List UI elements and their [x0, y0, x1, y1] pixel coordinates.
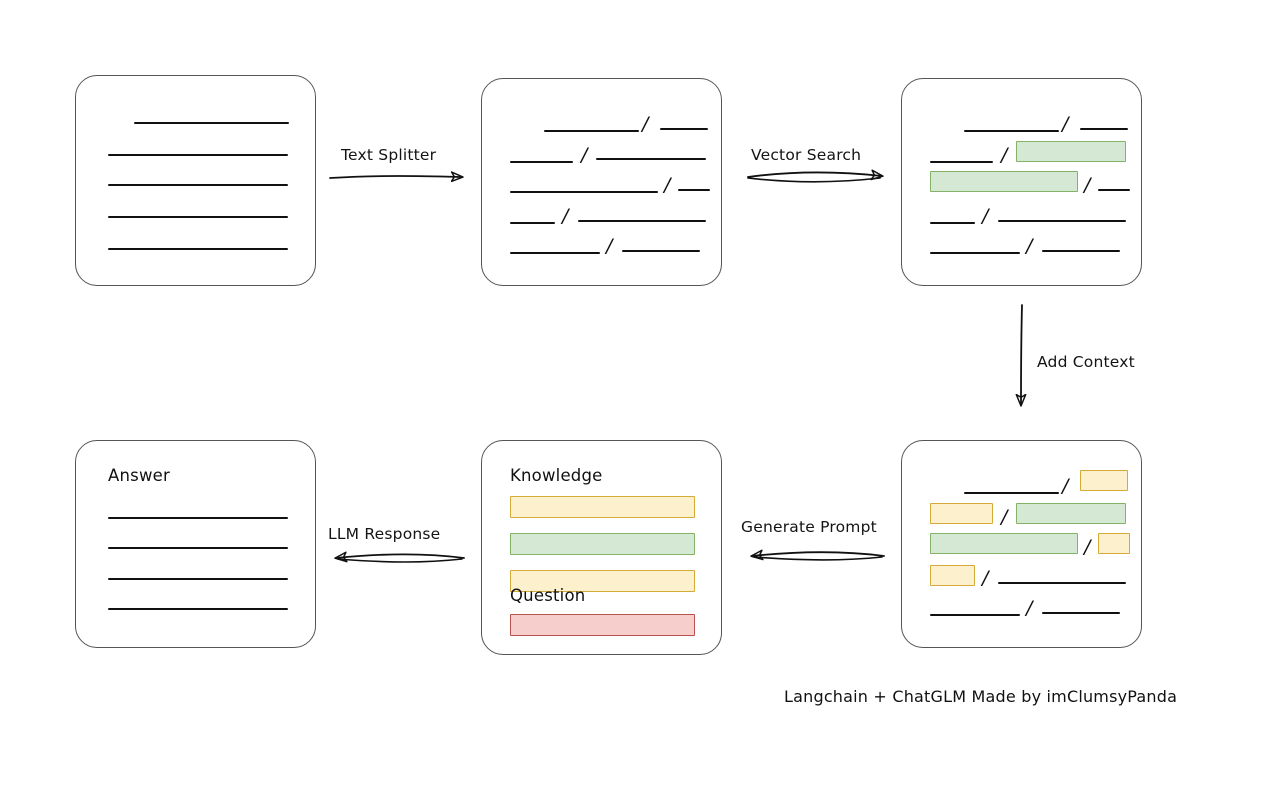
separator-slash: / — [664, 174, 671, 196]
answer-line — [108, 517, 288, 519]
separator-slash: / — [1062, 475, 1069, 497]
diagram-caption: Langchain + ChatGLM Made by imClumsyPand… — [784, 687, 1178, 706]
split-document-box[interactable]: / / / / / — [481, 78, 722, 286]
chunk-line — [1098, 189, 1130, 191]
chunk-line — [578, 220, 706, 222]
edge-label-vector-search: Vector Search — [751, 146, 862, 164]
separator-slash: / — [1026, 235, 1033, 257]
chunk-line — [930, 252, 1020, 254]
knowledge-bar — [510, 570, 695, 592]
prompt-box[interactable]: Knowledge Question — [481, 440, 722, 655]
context-chunk-green — [1016, 503, 1126, 524]
matched-document-box[interactable]: / / / / / — [901, 78, 1142, 286]
context-chunk-yellow — [930, 565, 975, 586]
edge-label-add-context: Add Context — [1037, 353, 1135, 371]
knowledge-bar — [510, 533, 695, 555]
edge-generate-prompt-arrow — [752, 552, 885, 561]
separator-slash: / — [581, 144, 588, 166]
answer-line — [108, 578, 288, 580]
chunk-line — [678, 189, 710, 191]
chunk-line — [510, 252, 600, 254]
edge-label-text-splitter: Text Splitter — [341, 146, 437, 164]
edge-text-splitter-arrow — [329, 176, 462, 178]
answer-line — [108, 608, 288, 610]
separator-slash: / — [562, 205, 569, 227]
chunk-line — [998, 220, 1126, 222]
edge-vector-search-arrow — [747, 172, 882, 183]
answer-box[interactable]: Answer — [75, 440, 316, 648]
chunk-line — [1042, 612, 1120, 614]
answer-line — [108, 547, 288, 549]
chunk-line — [964, 492, 1059, 494]
question-bar — [510, 614, 695, 636]
separator-slash: / — [606, 235, 613, 257]
separator-slash: / — [1001, 144, 1008, 166]
answer-label: Answer — [108, 466, 170, 485]
chunk-line — [930, 161, 993, 163]
document-line — [108, 248, 288, 250]
separator-slash: / — [1084, 174, 1091, 196]
edge-label-generate-prompt: Generate Prompt — [741, 518, 877, 536]
separator-slash: / — [1084, 536, 1091, 558]
chunk-line — [596, 158, 706, 160]
chunk-line — [544, 130, 639, 132]
separator-slash: / — [982, 205, 989, 227]
chunk-line — [510, 222, 555, 224]
separator-slash: / — [1062, 113, 1069, 135]
edge-add-context-arrow — [1021, 304, 1022, 405]
chunk-line — [510, 191, 658, 193]
context-chunk-yellow — [1098, 533, 1130, 554]
edge-llm-response-arrow — [336, 554, 465, 563]
context-chunk-yellow — [1080, 470, 1128, 491]
chunk-line — [1042, 250, 1120, 252]
document-line — [108, 154, 288, 156]
separator-slash: / — [1001, 506, 1008, 528]
chunk-line — [622, 250, 700, 252]
source-document-box[interactable] — [75, 75, 316, 286]
document-line — [108, 216, 288, 218]
chunk-line — [660, 128, 708, 130]
document-line — [108, 184, 288, 186]
separator-slash: / — [642, 113, 649, 135]
context-chunk-green — [930, 533, 1078, 554]
knowledge-bar — [510, 496, 695, 518]
matched-chunk-green — [930, 171, 1078, 192]
separator-slash: / — [982, 567, 989, 589]
chunk-line — [998, 582, 1126, 584]
chunk-line — [930, 614, 1020, 616]
document-line — [134, 122, 289, 124]
separator-slash: / — [1026, 597, 1033, 619]
context-document-box[interactable]: / / / / / — [901, 440, 1142, 648]
edge-label-llm-response: LLM Response — [328, 525, 441, 543]
knowledge-label: Knowledge — [510, 466, 603, 485]
chunk-line — [964, 130, 1059, 132]
context-chunk-yellow — [930, 503, 993, 524]
question-label: Question — [510, 586, 586, 605]
matched-chunk-green — [1016, 141, 1126, 162]
chunk-line — [1080, 128, 1128, 130]
chunk-line — [930, 222, 975, 224]
chunk-line — [510, 161, 573, 163]
